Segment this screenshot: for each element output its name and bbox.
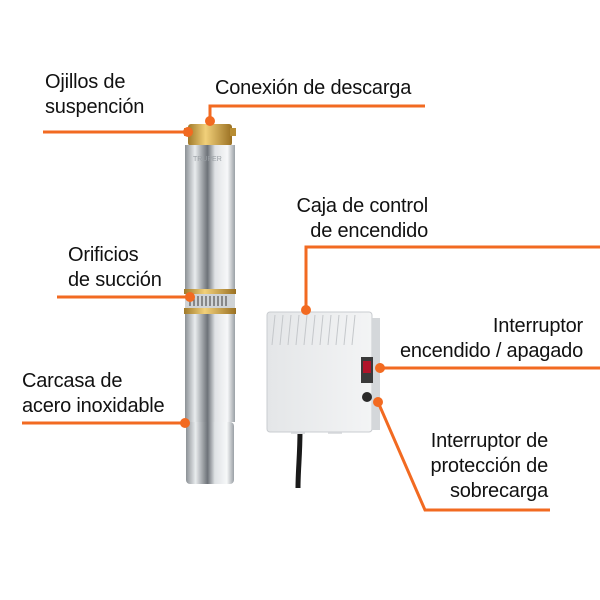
label-line: Interruptor	[492, 315, 583, 337]
label-line: de encendido	[310, 220, 428, 242]
label-line: protección de	[430, 455, 549, 477]
overload-button	[362, 392, 372, 402]
label-proteccion: Interruptor de protección de sobrecarga	[430, 429, 549, 504]
label-line: Orificios	[68, 244, 139, 266]
label-line: Interruptor de	[430, 430, 548, 452]
label-line: acero inoxidable	[22, 395, 165, 417]
label-line: de succión	[68, 269, 162, 291]
control-box	[266, 311, 380, 489]
label-line: encendido / apagado	[399, 340, 583, 362]
submersible-pump: TRUPER	[184, 124, 236, 484]
label-ojillos: Ojillos de suspención	[45, 70, 144, 120]
callout-dots	[180, 116, 385, 428]
label-line: Conexión de descarga	[215, 77, 412, 99]
label-caja: Caja de control de encendido	[296, 194, 428, 244]
brand-mark: TRUPER	[193, 156, 222, 163]
label-line: Caja de control	[296, 195, 428, 217]
label-orificios: Orificios de succión	[68, 243, 162, 293]
label-interruptor: Interruptor encendido / apagado	[400, 314, 583, 364]
label-carcasa: Carcasa de acero inoxidable	[22, 369, 165, 419]
label-conexion: Conexión de descarga	[215, 76, 411, 101]
label-line: Carcasa de	[22, 370, 123, 392]
label-line: sobrecarga	[449, 480, 548, 502]
label-line: Ojillos de	[45, 71, 126, 93]
label-line: suspención	[45, 96, 145, 118]
